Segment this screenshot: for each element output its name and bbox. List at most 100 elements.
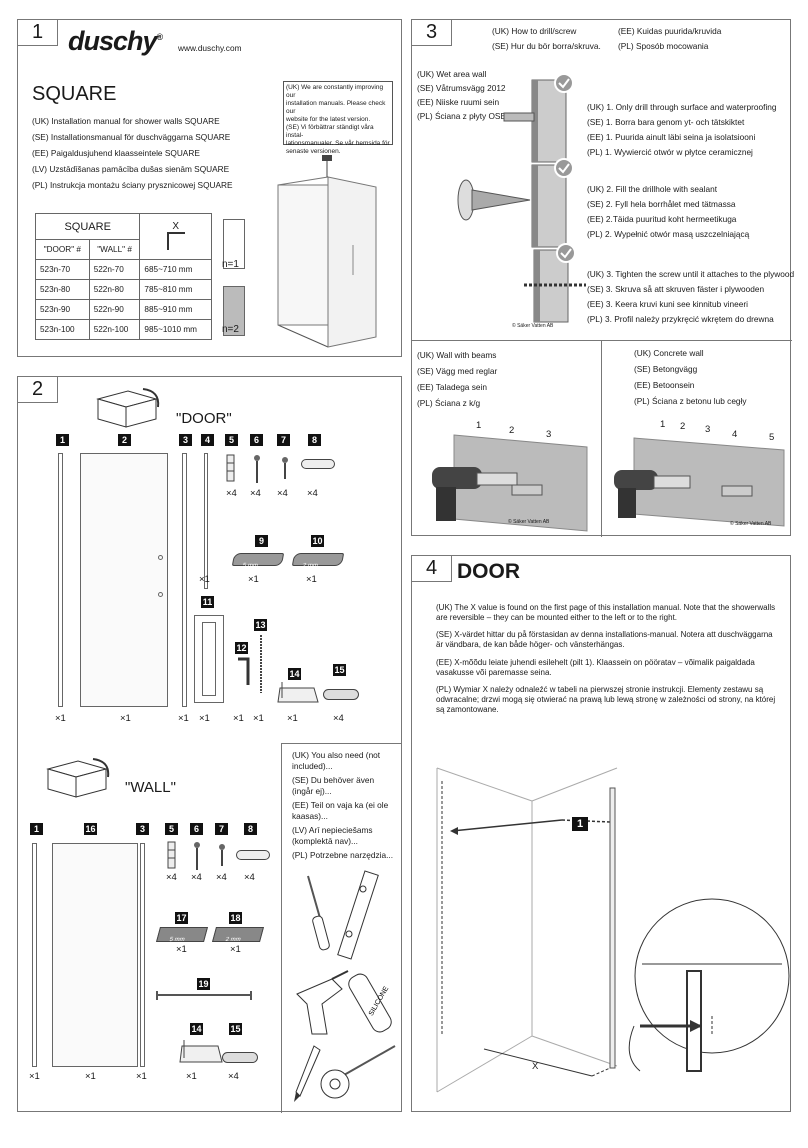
part-5-wall-plug [226, 454, 235, 482]
part-3-profile [140, 843, 145, 1067]
part-4-profile [204, 453, 208, 589]
part-13-label: 13 [254, 619, 267, 631]
double-panel-icon [223, 286, 245, 336]
part-17-label: 17 [175, 912, 188, 924]
part-15-cap [222, 1052, 258, 1063]
part-8-cover-cap [236, 850, 270, 860]
concrete-wall-drill-illustration [614, 437, 785, 527]
part-15-label: 15 [229, 1023, 242, 1035]
panel-4: 4 DOOR (UK) The X value is found on the … [411, 555, 791, 1112]
part-7-label: 7 [215, 823, 228, 835]
qty: ×4 [250, 488, 261, 499]
tape-measure-icon [320, 1045, 396, 1099]
door-title: "DOOR" [176, 410, 232, 427]
part-11-bracket-inner [202, 622, 216, 696]
part-3-label: 3 [179, 434, 192, 446]
qty: ×1 [178, 713, 189, 724]
part-7-label: 7 [277, 434, 290, 446]
pencil-icon [294, 1045, 321, 1102]
part-8-label: 8 [244, 823, 257, 835]
x-dimension-cell: X [139, 213, 212, 260]
step-number: 2 [18, 377, 58, 403]
part-16-label: 16 [84, 823, 97, 835]
manual-title-lv: (LV) Uzstādīšanas pamācība dušas sienām … [32, 164, 230, 174]
credit: © Säker Vatten AB [508, 519, 550, 525]
manual-title-ee: (EE) Paigaldusjuhend klaasseintele SQUAR… [32, 148, 200, 158]
silicone-tube-icon: SILICONE [348, 973, 392, 1033]
part-1-label: 1 [30, 823, 43, 835]
part-11-bracket [194, 615, 224, 703]
manual-title-se: (SE) Installationsmanual för duschväggar… [32, 132, 231, 142]
qty: ×4 [244, 872, 255, 883]
part-3-label: 3 [136, 823, 149, 835]
part-12-label: 12 [235, 642, 248, 654]
tools-box: (UK) You also need (not included)... (SE… [281, 743, 402, 1113]
manual-title-pl: (PL) Instrukcja montażu ściany prysznico… [32, 180, 233, 190]
part-6-screw [254, 455, 260, 483]
drill-step-1-illustration [503, 73, 574, 163]
n1-label: n=1 [222, 259, 239, 270]
qty: ×1 [186, 1071, 197, 1082]
n2-label: n=2 [222, 324, 239, 335]
part-4-label: 4 [201, 434, 214, 446]
box-icon [96, 388, 160, 428]
part-10-label: 10 [311, 535, 324, 547]
part-5-label: 5 [225, 434, 238, 446]
part-9-label: 9 [255, 535, 268, 547]
brand-logo: duschy® [68, 26, 163, 56]
qty: ×4 [226, 488, 237, 499]
drill-icon [296, 970, 349, 1035]
part-18-label: 18 [229, 912, 242, 924]
part-9-shim: 5 mm [231, 553, 285, 569]
panel-1: 1 duschy® www.duschy.com SQUARE (UK) Ins… [17, 19, 402, 357]
part-6-screw [194, 842, 200, 870]
part-11-label: 11 [201, 596, 214, 608]
part-6-label: 6 [250, 434, 263, 446]
qty: ×4 [216, 872, 227, 883]
product-title: SQUARE [32, 83, 117, 105]
part-5-wall-plug [167, 841, 176, 869]
qty: ×4 [228, 1071, 239, 1082]
part-6-label: 6 [190, 823, 203, 835]
shower-enclosure-illustration [277, 155, 377, 348]
part-5-label: 5 [165, 823, 178, 835]
qty: ×4 [333, 713, 344, 724]
door-install-illustration [436, 767, 790, 1093]
beam-wall-drill-illustration [432, 434, 588, 532]
qty: ×1 [199, 713, 210, 724]
part-2-label: 2 [118, 434, 131, 446]
x-dimension-label: X [532, 1061, 539, 1072]
qty: ×4 [307, 488, 318, 499]
qty: ×1 [85, 1071, 96, 1082]
part-17-shim: 5 mm [155, 927, 209, 943]
qty: ×1 [248, 574, 259, 585]
part-7-screw [219, 844, 225, 866]
table-title: SQUARE [34, 213, 141, 240]
panel-3: 3 (UK) How to drill/screw (SE) Hur du bö… [411, 19, 794, 537]
part-18-shim: 2 mm [211, 927, 265, 943]
part-10-shim: 2 mm [291, 553, 345, 569]
part-7-screw [282, 457, 288, 479]
part-14-template [179, 1040, 223, 1063]
qty: ×1 [306, 574, 317, 585]
divider [412, 340, 792, 341]
part-1-label: 1 [56, 434, 69, 446]
step-number: 3 [412, 20, 452, 46]
qty: ×1 [199, 574, 210, 585]
spirit-level-icon [337, 870, 379, 960]
qty: ×1 [230, 944, 241, 955]
part-14-template [277, 682, 319, 703]
section-title: DOOR [457, 560, 520, 583]
single-panel-icon [223, 219, 245, 269]
wall-title: "WALL" [125, 779, 176, 796]
part-15-label: 15 [333, 664, 346, 676]
qty: ×1 [120, 713, 131, 724]
part-14-label: 14 [190, 1023, 203, 1035]
qty: ×4 [191, 872, 202, 883]
qty: ×1 [55, 713, 66, 724]
drill-step-3-illustration [524, 243, 586, 323]
col-wall: "WALL" # [88, 239, 141, 260]
